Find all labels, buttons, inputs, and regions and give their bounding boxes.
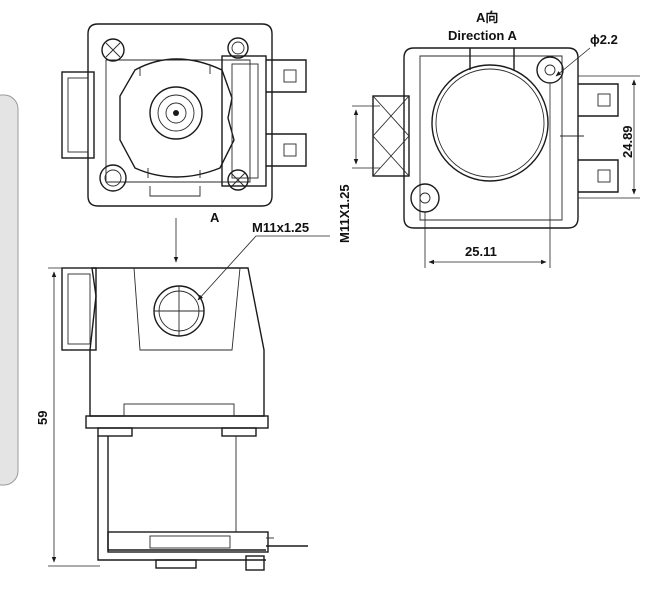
side-view (61, 267, 308, 571)
hole-diameter-leader (555, 47, 591, 77)
direction-label-cn: A向 (476, 10, 498, 25)
hole-diameter-label: ϕ2.2 (590, 32, 618, 47)
view-arrow-label: A (210, 210, 220, 225)
direction-label-en: Direction A (448, 28, 517, 43)
thread-vertical-label: M11X1.25 (337, 184, 352, 243)
width-dim-label: 25.11 (465, 244, 497, 259)
direction-a-view (372, 47, 619, 229)
side-panel (0, 94, 19, 486)
front-view (61, 23, 307, 207)
length-dim-label: 59 (35, 411, 50, 425)
thread-callout-leader (197, 235, 330, 301)
thread-callout-label: M11x1.25 (252, 220, 309, 235)
height-dim-label: 24.89 (620, 125, 635, 158)
